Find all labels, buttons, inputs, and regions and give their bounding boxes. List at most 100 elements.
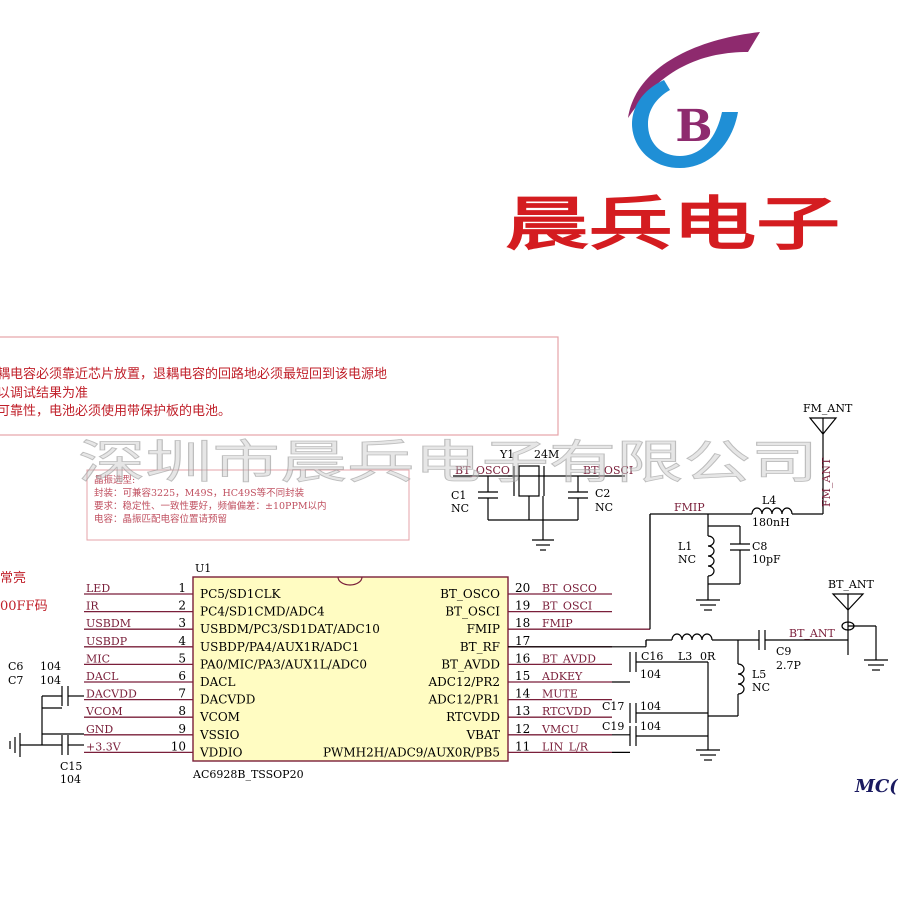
pin-net-label: DACL (86, 670, 119, 683)
pin-number: 10 (171, 739, 186, 753)
pin-name: VBAT (466, 728, 501, 742)
l1-value: NC (678, 553, 696, 566)
pin-number: 3 (178, 616, 186, 630)
c15-ref: C15 (60, 760, 82, 773)
pin-name: ADC12/PR2 (427, 675, 500, 689)
c2-value: NC (595, 501, 613, 514)
logo-ring (632, 80, 738, 168)
pin-name: VSSIO (199, 728, 240, 742)
pin-number: 20 (515, 581, 530, 595)
pin-name: VCOM (199, 710, 240, 724)
pin-name: PWMH2H/ADC9/AUX0R/PB5 (323, 745, 500, 759)
c16-ref: C16 (641, 650, 663, 663)
pin-number: 8 (178, 704, 186, 718)
l4-value: 180nH (752, 516, 790, 529)
pin-net-label: USBDM (86, 617, 131, 630)
c2-ref: C2 (595, 487, 610, 500)
bt-ant-label: BT_ANT (828, 578, 874, 591)
ic-body (192, 576, 509, 762)
pin-number: 17 (515, 634, 530, 648)
pin-name: DACL (200, 675, 235, 689)
c6-ref: C6 (8, 660, 23, 673)
pin-number: 19 (515, 599, 530, 613)
pin-net-label: ADKEY (541, 670, 583, 683)
bt-antenna-circuit (629, 593, 888, 761)
pin-number: 6 (178, 669, 186, 683)
pin-net-label: MUTE (542, 688, 578, 701)
pin-number: 4 (178, 634, 186, 648)
side-note-1: 常亮 (0, 570, 26, 586)
crystal-note-1: 封装：可兼容3225，M49S，HC49S等不同封装 (94, 487, 305, 499)
pin-net-label: GND (86, 723, 113, 736)
l5-value: NC (752, 681, 770, 694)
c17-value: 104 (640, 700, 661, 713)
logo-letter: B (675, 101, 712, 152)
pin-name: ADC12/PR1 (427, 693, 500, 707)
y1-value: 24M (534, 448, 559, 461)
pin-name: USBDP/PA4/AUX1R/ADC1 (200, 640, 359, 654)
notes-box (0, 336, 559, 436)
note-line-1: 耦电容必须靠近芯片放置，退耦电容的回路地必须最短回到该电源地 (0, 366, 387, 382)
corner-label: MC( (854, 776, 898, 797)
fm-antenna-circuit (649, 417, 838, 620)
l3-value: 0R (700, 650, 716, 663)
left-decoupling-caps (9, 686, 84, 757)
crystal-note-title: 晶振选型: (94, 474, 135, 486)
pin-number: 1 (178, 581, 186, 595)
fmip-net-label: FMIP (674, 501, 705, 514)
y1-ref: Y1 (499, 448, 514, 461)
pin-name: PC5/SD1CLK (200, 587, 282, 601)
pin-net-label: LIN_L/R (542, 740, 589, 753)
pin-name: BT_OSCI (445, 605, 500, 619)
pin-net-label: MIC (86, 652, 110, 665)
c8-ref: C8 (752, 540, 767, 553)
pin-net-label: BT_AVDD (542, 652, 596, 665)
pin-number: 14 (515, 687, 531, 701)
l3-ref: L3 (678, 650, 692, 663)
fm-ant-net-label: FM_ANT (820, 457, 833, 507)
ic-notch (337, 576, 363, 586)
l1-ref: L1 (678, 540, 692, 553)
company-logo: B 晨兵电子 (505, 32, 840, 258)
c15-value: 104 (60, 773, 81, 786)
c6-value: 104 (40, 660, 61, 673)
c7-ref: C7 (8, 674, 23, 687)
crystal-circuit (453, 465, 625, 551)
side-note-2: 00FF码 (0, 599, 48, 614)
pin-name: USBDM/PC3/SD1DAT/ADC10 (200, 622, 380, 636)
pin-net-label: VMCU (541, 723, 579, 736)
crystal-note-2: 要求：稳定性、一致性要好，频偏偏差：±10PPM以内 (94, 500, 327, 512)
watermark-text: 深圳市晨兵电子有限公司 (78, 435, 818, 489)
pin-name: BT_AVDD (441, 657, 500, 671)
pin-net-label: USBDP (86, 635, 128, 648)
crystal-note-3: 电容：晶振匹配电容位置请预留 (94, 513, 227, 525)
note-line-2: 以调试结果为准 (0, 386, 88, 401)
pin-name: VDDIO (199, 745, 243, 759)
c8-value: 10pF (752, 553, 781, 566)
pin-name: BT_OSCO (440, 587, 500, 601)
pin-name: PA0/MIC/PA3/AUX1L/ADC0 (200, 657, 367, 671)
ic-part-number: AC6928B_TSSOP20 (192, 768, 304, 781)
pin-name: FMIP (467, 622, 500, 636)
note-line-3: 可靠性，电池必须使用带保护板的电池。 (0, 403, 231, 419)
pin-name: DACVDD (200, 693, 255, 707)
pin-net-label: FMIP (542, 617, 573, 630)
c7-value: 104 (40, 674, 61, 687)
pin-name: RTCVDD (446, 710, 500, 724)
pin-number: 2 (178, 599, 186, 613)
ic-ref: U1 (195, 562, 211, 575)
c17-ref: C17 (602, 700, 624, 713)
pin-net-label: BT_OSCO (542, 582, 597, 595)
pin-name: PC4/SD1CMD/ADC4 (200, 605, 325, 619)
pin-number: 7 (178, 687, 186, 701)
osci-net-label: BT_OSCI (583, 464, 633, 477)
pin-number: 18 (515, 616, 530, 630)
l4-ref: L4 (762, 494, 776, 507)
c9-ref: C9 (776, 645, 791, 658)
pin-net-label: LED (86, 582, 110, 595)
c1-value: NC (451, 502, 469, 515)
pin-net-label: DACVDD (86, 688, 137, 701)
pin-net-label: VCOM (85, 705, 123, 718)
pin-number: 13 (515, 704, 530, 718)
